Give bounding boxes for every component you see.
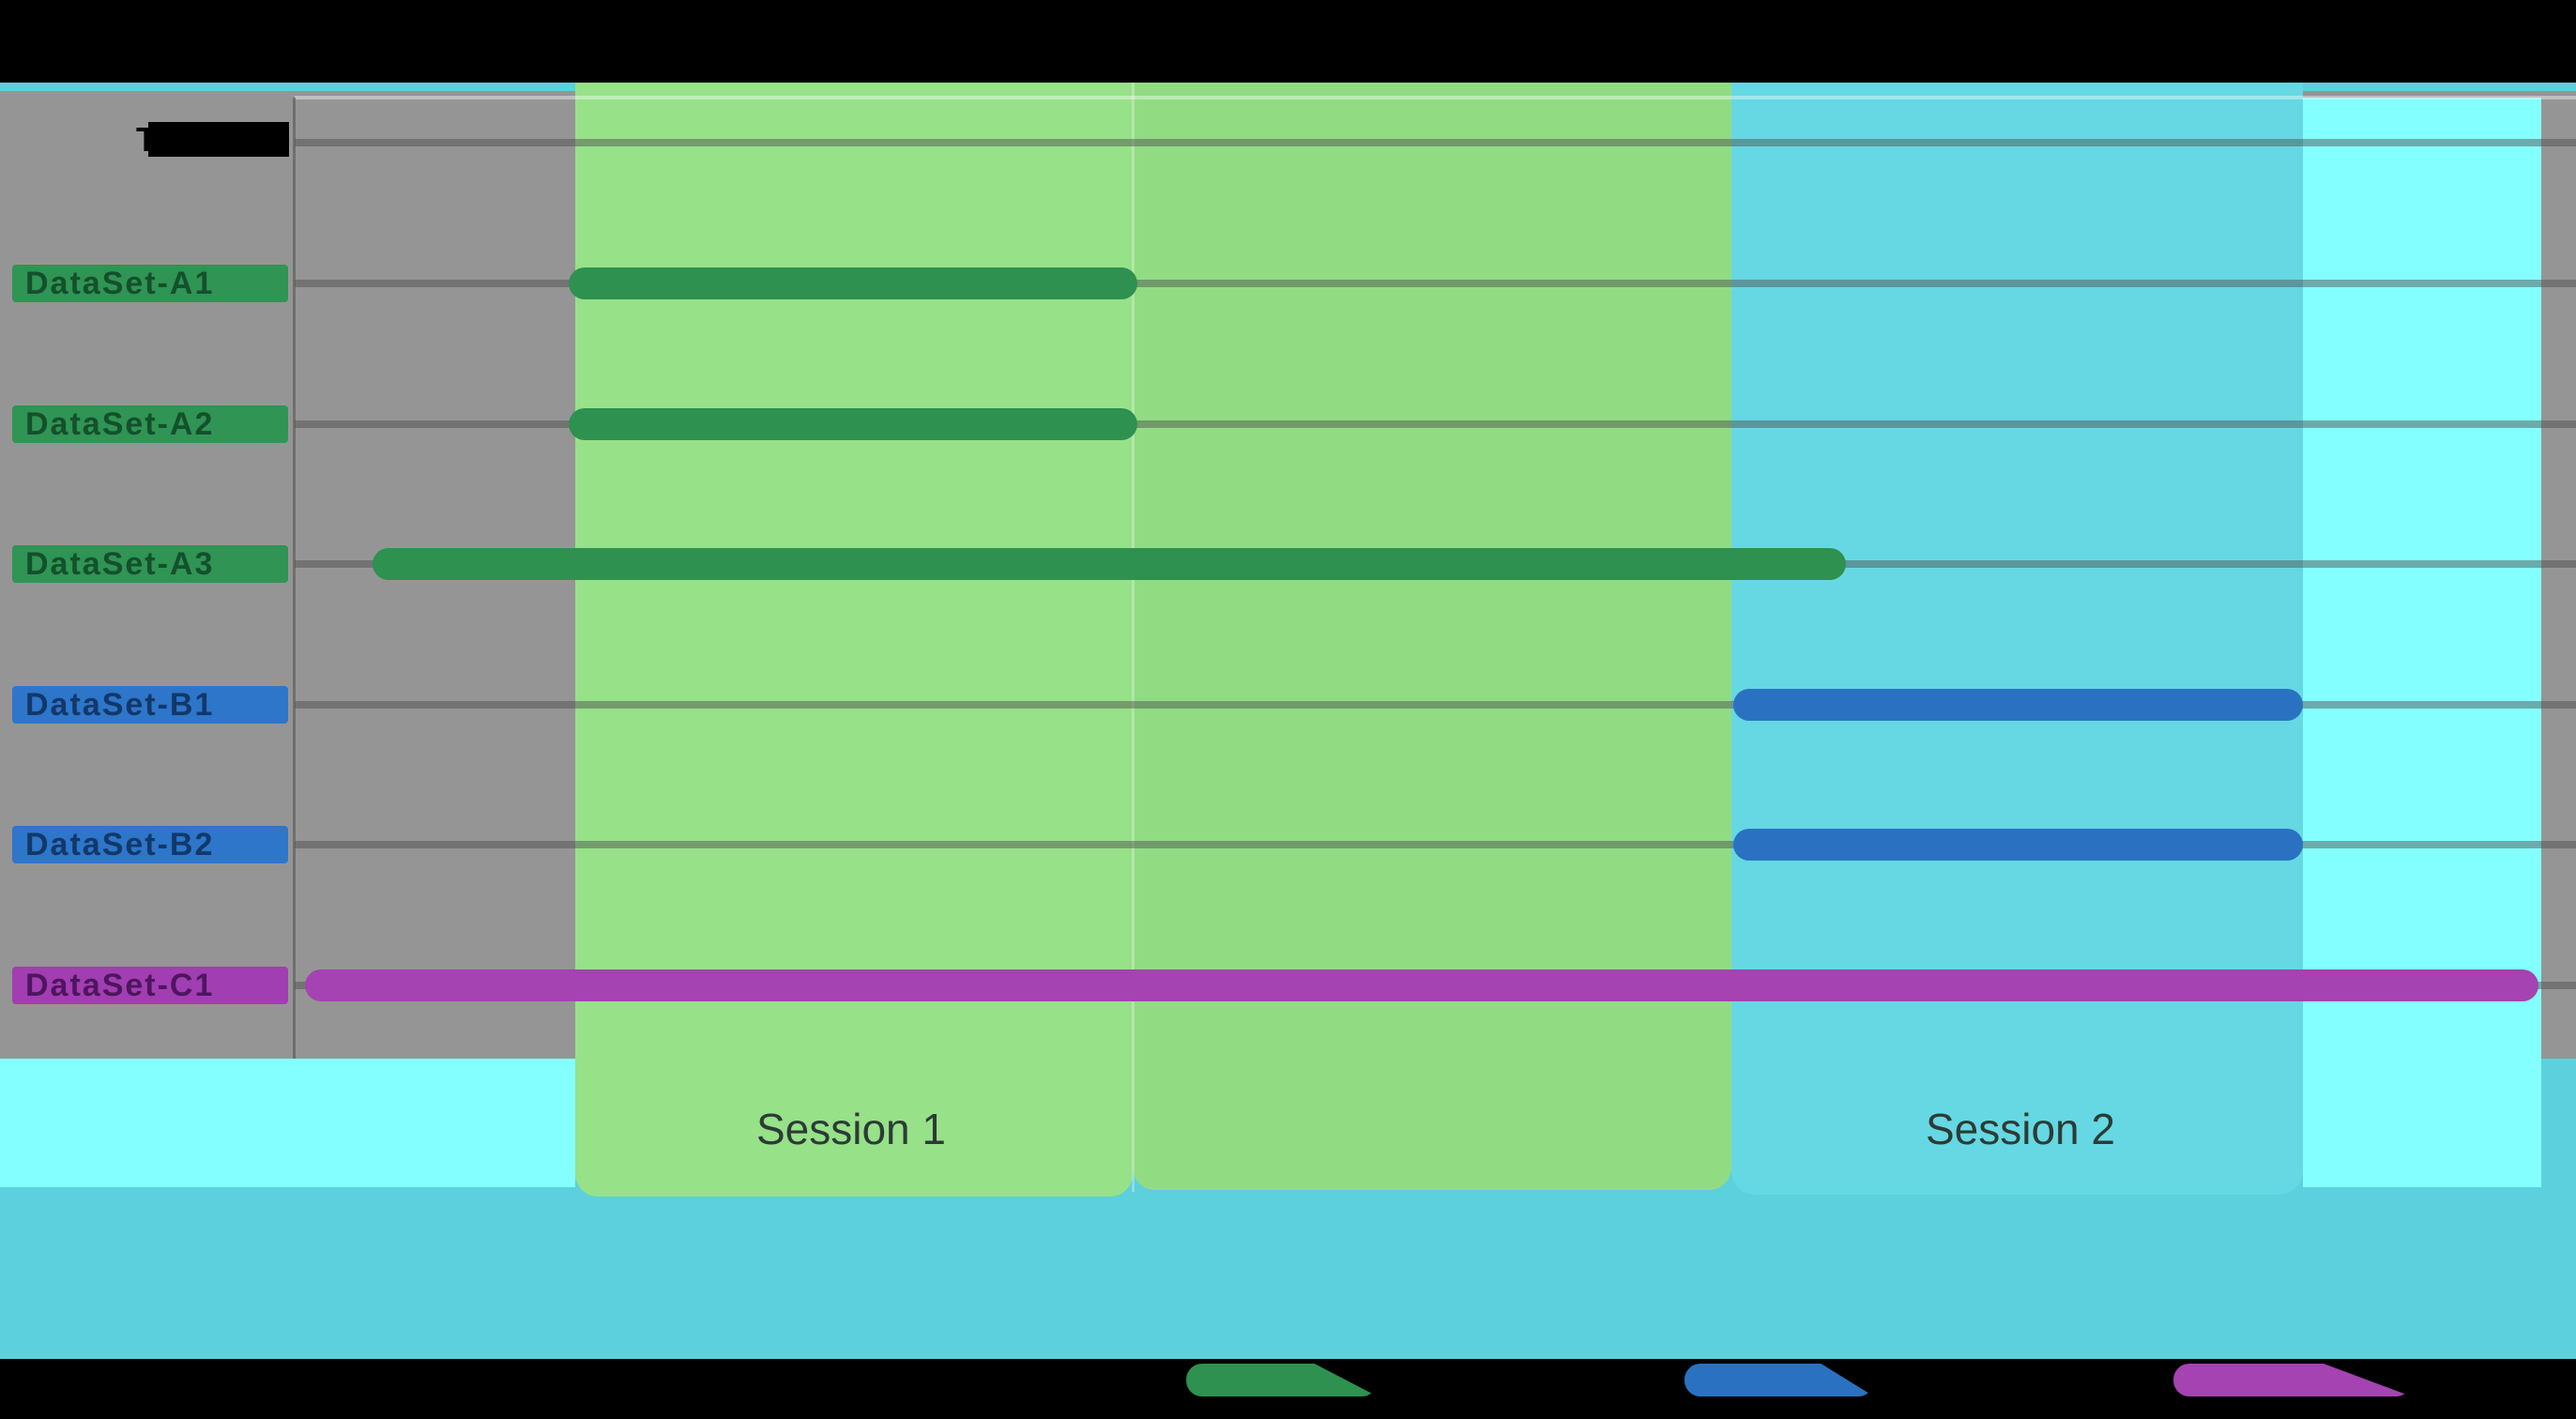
row-label-dataset-b2: DataSet-B2 — [12, 826, 288, 863]
top-redaction-bar — [0, 0, 2576, 83]
right-light-cyan-column — [2303, 98, 2541, 1187]
y-axis-spine — [293, 98, 296, 1059]
bottom-left-light-cyan-block — [0, 1059, 575, 1187]
session1-label: Session 1 — [755, 1105, 946, 1153]
session2-label: Session 2 — [1925, 1105, 2115, 1153]
gridline-row5 — [295, 841, 2576, 848]
bar-dataset-a1 — [569, 267, 1137, 299]
bar-dataset-b2 — [1733, 829, 2303, 861]
row-label-dataset-b1: DataSet-B1 — [12, 686, 288, 724]
bar-dataset-a2 — [569, 408, 1137, 440]
gridline-row2 — [295, 420, 2576, 428]
session1-band — [575, 83, 1133, 1197]
plot-top-edge-line — [295, 96, 2576, 99]
session2-band — [1731, 83, 2303, 1195]
row-label-dataset-a2: DataSet-A2 — [12, 405, 288, 443]
row-label-dataset-a3: DataSet-A3 — [12, 545, 288, 583]
bar-dataset-a3 — [373, 548, 1846, 580]
bar-dataset-c1 — [305, 969, 2538, 1001]
axis-header-redaction-box — [148, 122, 289, 157]
bar-dataset-b1 — [1733, 689, 2303, 721]
row-label-dataset-a1: DataSet-A1 — [12, 265, 288, 302]
vertical-tick-line — [1132, 83, 1135, 1192]
session1-band-right-segment — [1133, 83, 1731, 1190]
row-label-dataset-c1: DataSet-C1 — [12, 967, 288, 1004]
gridline-row1 — [295, 280, 2576, 287]
gridline-row4 — [295, 701, 2576, 709]
gridline-row0 — [295, 139, 2576, 146]
